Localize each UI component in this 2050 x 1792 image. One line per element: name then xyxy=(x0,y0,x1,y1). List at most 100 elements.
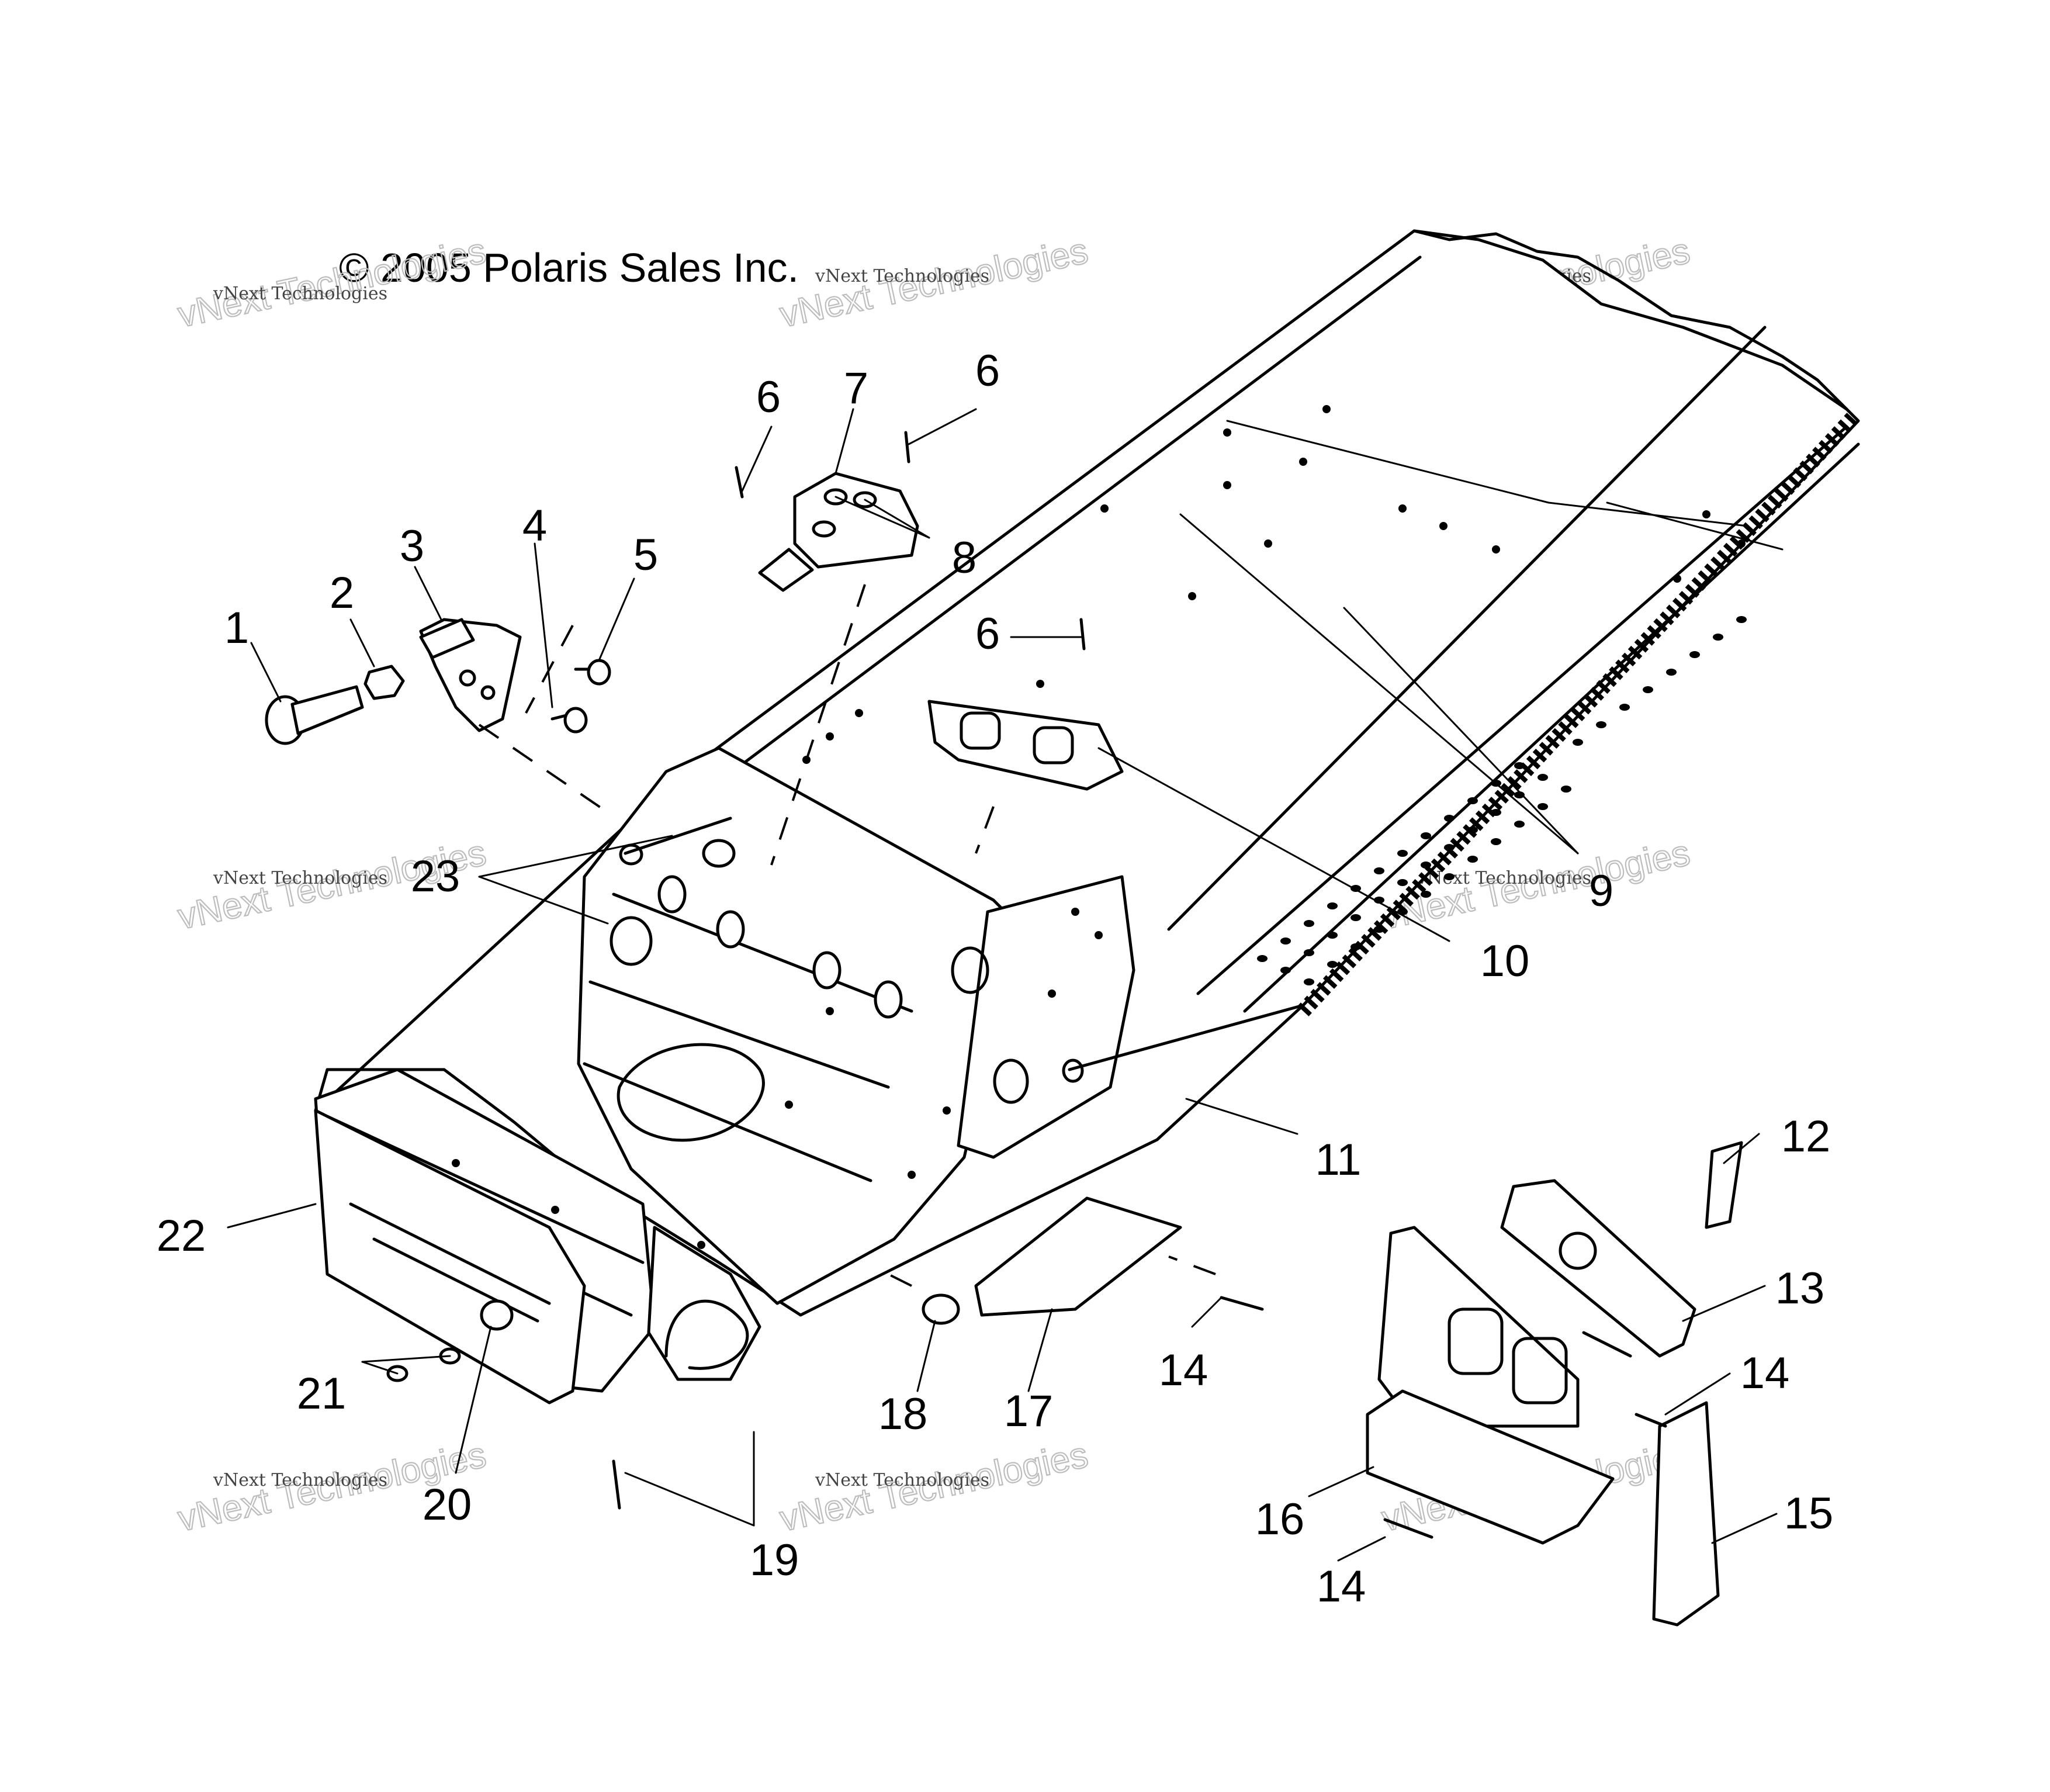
grommet xyxy=(812,951,842,990)
rivet-holes xyxy=(452,405,1746,1249)
callout-14b: 14 xyxy=(1740,1348,1790,1398)
watermark-small: vNext Technologies xyxy=(815,266,989,286)
leader-4 xyxy=(534,542,553,708)
assembly-line xyxy=(876,1267,912,1287)
part-17-plate xyxy=(974,1196,1182,1317)
copyright-text: © 2005 Polaris Sales Inc. xyxy=(339,245,799,290)
part-19-rivet xyxy=(612,1459,621,1510)
bracket-hole xyxy=(459,669,476,687)
leader-19a xyxy=(624,1472,755,1527)
callout-1: 1 xyxy=(224,603,249,653)
part-5-screw xyxy=(574,659,611,686)
bracket-7-foot xyxy=(758,548,814,592)
exchanger-lower xyxy=(1366,1389,1615,1545)
callout-4: 4 xyxy=(522,501,547,551)
assembly-line xyxy=(478,724,609,814)
assembly-line xyxy=(525,625,574,714)
callout-12: 12 xyxy=(1781,1112,1831,1161)
leader-7 xyxy=(834,408,854,475)
leader-14a xyxy=(1191,1296,1223,1328)
leader-23b xyxy=(478,876,609,925)
leader-lines xyxy=(227,408,1778,1562)
callout-8: 8 xyxy=(952,533,976,583)
leader-8a xyxy=(834,496,930,539)
leader-9b xyxy=(1343,607,1579,855)
bracket-tab xyxy=(419,618,475,659)
tunnel-seam-1 xyxy=(1226,420,1748,527)
part-13-shield xyxy=(1500,1179,1696,1358)
watermark: vNext Technologies vNext Technologies xyxy=(775,230,1092,336)
callout-14c: 14 xyxy=(1317,1562,1366,1611)
callout-19: 19 xyxy=(750,1535,799,1585)
callout-18: 18 xyxy=(878,1389,928,1439)
front-frame-block xyxy=(314,1109,586,1404)
leader-6b xyxy=(908,408,977,445)
assembly-line xyxy=(1168,1255,1216,1275)
callout-labels: 1 2 3 4 5 6 6 6 7 8 9 10 11 12 13 14 14 … xyxy=(157,346,1834,1611)
exchanger-upper xyxy=(1377,1226,1580,1428)
exchanger-window xyxy=(1448,1307,1504,1375)
part-6-rivet xyxy=(904,431,910,463)
tunnel-left-edge xyxy=(700,255,1422,797)
nose-rail-1 xyxy=(325,1115,645,1264)
assembly-line xyxy=(975,806,995,854)
bracket-hole xyxy=(853,491,877,508)
part-6-rivet xyxy=(735,466,744,499)
bulkhead-panel xyxy=(577,746,1019,1305)
rear-tube xyxy=(1068,1004,1305,1071)
callout-13: 13 xyxy=(1775,1264,1825,1313)
leader-21a xyxy=(361,1361,399,1375)
watermark: vNext Technologies vNext Technologies xyxy=(775,1434,1092,1540)
part-14-pin xyxy=(1635,1413,1667,1428)
part-15-plate xyxy=(1652,1401,1720,1627)
part-16-heat-exchanger xyxy=(1366,1226,1615,1545)
center-recess xyxy=(617,1043,765,1142)
leader-21b xyxy=(361,1355,451,1363)
part-10-bracket xyxy=(927,700,1124,791)
cross-member-2 xyxy=(588,980,890,1089)
bracket-hole xyxy=(812,520,836,538)
leader-17 xyxy=(1027,1308,1053,1392)
bolt-shank xyxy=(290,685,364,735)
cross-member-1 xyxy=(612,892,913,1013)
frame-hole xyxy=(951,946,989,994)
part-2-nut xyxy=(363,665,405,700)
part-14-pin xyxy=(1383,1518,1433,1539)
cross-member-3 xyxy=(583,1062,872,1182)
callout-2: 2 xyxy=(330,568,354,618)
callout-16: 16 xyxy=(1255,1495,1305,1544)
screw-head xyxy=(563,707,588,734)
callout-5: 5 xyxy=(633,530,658,580)
leader-23a xyxy=(478,835,673,878)
bracket-hole xyxy=(480,685,496,700)
tunnel-center-line xyxy=(1167,326,1767,931)
part-13-hole xyxy=(1559,1231,1597,1270)
callout-7: 7 xyxy=(844,364,868,413)
leader-18 xyxy=(916,1320,936,1392)
callout-17: 17 xyxy=(1004,1386,1054,1436)
callout-14a: 14 xyxy=(1159,1345,1208,1395)
leader-14c xyxy=(1337,1536,1386,1562)
tunnel-rear-edge xyxy=(1412,229,1848,411)
part-7-bracket xyxy=(758,472,919,592)
part-3-bracket xyxy=(419,618,522,732)
callout-10: 10 xyxy=(1480,936,1530,986)
side-panel xyxy=(957,875,1135,1159)
part-6-rivet xyxy=(1079,618,1086,651)
leader-3 xyxy=(414,566,442,621)
callout-22: 22 xyxy=(157,1211,206,1261)
leader-12 xyxy=(1723,1133,1760,1164)
nose-side-plate xyxy=(647,1226,761,1381)
part-20-grommet xyxy=(480,1299,514,1331)
leader-13 xyxy=(1682,1285,1766,1322)
leader-9a xyxy=(1179,513,1579,855)
callout-21: 21 xyxy=(297,1369,347,1419)
nose-lightening-hole xyxy=(664,1299,749,1370)
part-14-pin xyxy=(1220,1296,1264,1311)
rear-tube-end xyxy=(1062,1058,1084,1083)
vent-holes xyxy=(1257,616,1747,985)
leader-16 xyxy=(1308,1466,1374,1497)
leader-15 xyxy=(1711,1513,1778,1544)
callout-6c: 6 xyxy=(975,609,1000,659)
running-board-edge xyxy=(1243,442,1860,1013)
